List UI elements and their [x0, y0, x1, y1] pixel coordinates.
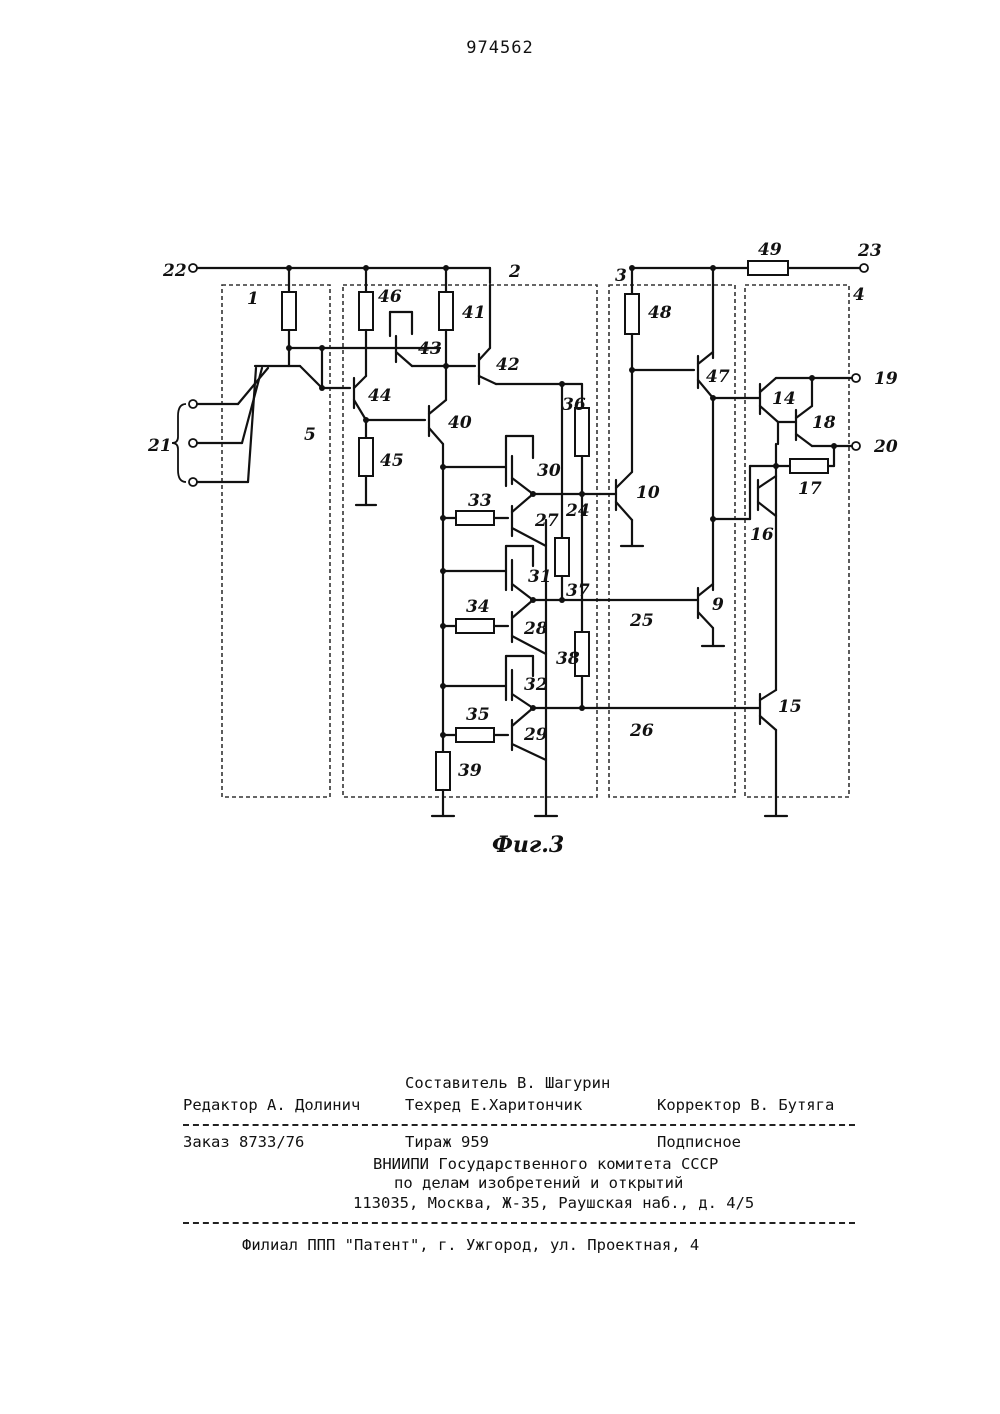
component-label: 14: [772, 389, 796, 409]
figure-caption: Фиг.3: [492, 832, 564, 858]
imprint-divider-bottom: [183, 1222, 855, 1224]
component-label: 31: [528, 567, 552, 587]
terminal-label-21: 21: [147, 436, 172, 456]
imprint-org-line3: 113035, Москва, Ж-35, Раушская наб., д. …: [353, 1194, 754, 1212]
component-label: 32: [524, 675, 548, 695]
component-label: 26: [629, 721, 654, 741]
terminal-label-19: 19: [874, 369, 898, 389]
imprint-branch: Филиал ППП "Патент", г. Ужгород, ул. Про…: [242, 1236, 699, 1254]
component-label: 34: [466, 597, 490, 617]
block-4-circuit: [750, 374, 860, 816]
component-label: 37: [566, 581, 590, 601]
terminal-label-20: 20: [873, 437, 898, 457]
block-label-1: 1: [247, 289, 259, 309]
imprint-compiler: Составитель В. Шагурин: [405, 1074, 610, 1092]
imprint-order: Заказ 8733/76: [183, 1133, 304, 1151]
imprint-org-line1: ВНИИПИ Государственного комитета СССР: [373, 1155, 718, 1173]
component-label: 10: [636, 483, 660, 503]
component-label: 24: [565, 501, 590, 521]
component-label: 45: [380, 451, 404, 471]
block-outline-1: [222, 285, 330, 797]
circuit-schematic: 1 2 3 4 22 23 21 19 20 46 41 43 42 44 40…: [0, 0, 1000, 900]
terminal-label-23: 23: [857, 241, 882, 261]
component-label: 41: [462, 303, 486, 323]
component-label: 47: [706, 367, 730, 387]
component-label: 39: [458, 761, 482, 781]
component-label: 30: [537, 461, 561, 481]
component-label: 40: [448, 413, 472, 433]
imprint-corrector: Корректор В. Бутяга: [657, 1096, 834, 1114]
component-label: 27: [534, 511, 559, 531]
block-label-2: 2: [508, 262, 521, 282]
component-label: 38: [556, 649, 580, 669]
imprint-editor: Редактор А. Долинич: [183, 1096, 360, 1114]
component-label: 17: [798, 479, 822, 499]
block-label-4: 4: [853, 285, 865, 305]
component-label: 44: [368, 386, 392, 406]
component-label: 49: [758, 240, 782, 260]
component-label: 25: [629, 611, 654, 631]
imprint-org-line2: по делам изобретений и открытий: [394, 1174, 683, 1192]
component-label: 36: [562, 395, 586, 415]
component-label: 9: [712, 595, 724, 615]
imprint-circulation: Тираж 959: [405, 1133, 489, 1151]
imprint-subscription: Подписное: [657, 1133, 741, 1151]
block-label-3: 3: [615, 266, 627, 286]
block-outline-3: [609, 285, 735, 797]
component-label: 18: [812, 413, 836, 433]
imprint-divider-top: [183, 1124, 855, 1126]
component-label: 46: [378, 287, 402, 307]
terminal-label-22: 22: [162, 261, 187, 281]
component-label: 28: [523, 619, 548, 639]
figure-labels: 1 2 3 4 22 23 21 19 20 46 41 43 42 44 40…: [147, 240, 898, 858]
component-label: 48: [648, 303, 672, 323]
imprint-techred: Техред Е.Харитончик: [405, 1096, 582, 1114]
component-label: 33: [468, 491, 492, 511]
component-label: 16: [750, 525, 774, 545]
component-label: 43: [418, 339, 442, 359]
component-label: 35: [466, 705, 490, 725]
component-label: 5: [304, 425, 316, 445]
component-label: 42: [496, 355, 520, 375]
supply-rail-22: [189, 264, 490, 283]
block-2-circuit: [354, 268, 600, 816]
component-label: 15: [778, 697, 802, 717]
component-label: 29: [523, 725, 548, 745]
